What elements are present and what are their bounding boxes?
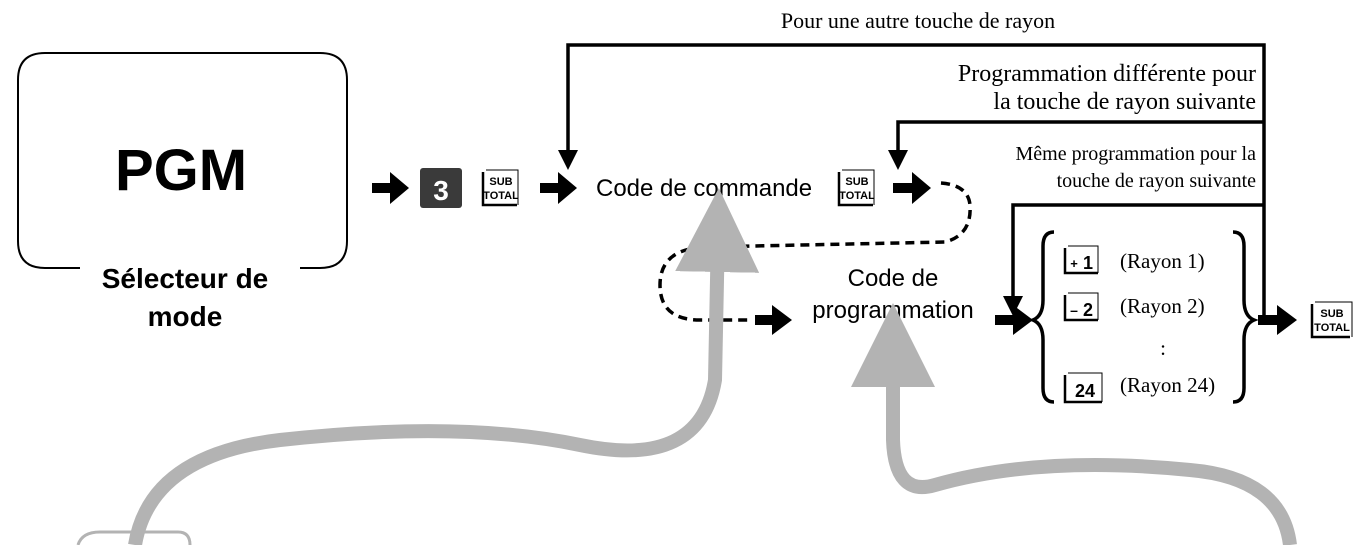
svg-text:1: 1 bbox=[1083, 253, 1093, 273]
loop-different-prog-line bbox=[896, 120, 1264, 155]
dept-group-left-brace bbox=[1028, 230, 1055, 404]
svg-text:TOTAL: TOTAL bbox=[839, 190, 875, 202]
flow-arrow-5 bbox=[995, 305, 1033, 335]
svg-text:TOTAL: TOTAL bbox=[483, 190, 519, 202]
command-code-label: Code de commande bbox=[596, 175, 812, 202]
program-code-label-2: programmation bbox=[812, 297, 973, 324]
flow-arrow-final bbox=[1258, 305, 1297, 335]
same-prog-label-2: touche de rayon suivante bbox=[1057, 170, 1256, 192]
flow-arrow-2 bbox=[540, 172, 577, 204]
callout-box-edge bbox=[76, 530, 192, 545]
callout-arrow-program-code bbox=[851, 303, 1297, 545]
svg-text:+: + bbox=[1070, 256, 1078, 271]
different-prog-label-1: Programmation différente pour bbox=[958, 61, 1256, 87]
flow-arrow-4 bbox=[755, 305, 792, 335]
loop-same-prog-head bbox=[1003, 296, 1023, 316]
same-prog-label-1: Même programmation pour la bbox=[1016, 143, 1257, 165]
subtotal-key-1: SUB TOTAL bbox=[481, 169, 519, 207]
svg-text:SUB: SUB bbox=[489, 176, 512, 188]
mode-selector-frame bbox=[17, 52, 348, 269]
program-code-label-1: Code de bbox=[848, 265, 939, 292]
dept-key-2: – 2 bbox=[1063, 292, 1099, 322]
mode-selector-label-2: mode bbox=[148, 301, 223, 332]
dept-2-label: (Rayon 2) bbox=[1120, 294, 1205, 318]
dept-1-label: (Rayon 1) bbox=[1120, 249, 1205, 273]
subtotal-key-2: SUB TOTAL bbox=[837, 169, 875, 207]
loop-other-dept-head bbox=[558, 150, 578, 170]
loop-other-dept-line bbox=[566, 43, 1266, 318]
subtotal-key-final: SUB TOTAL bbox=[1310, 301, 1353, 339]
dept-24-label: (Rayon 24) bbox=[1120, 373, 1215, 397]
dept-key-1: + 1 bbox=[1063, 245, 1099, 275]
svg-text:2: 2 bbox=[1083, 300, 1093, 320]
svg-text:TOTAL: TOTAL bbox=[1314, 322, 1350, 334]
other-dept-label: Pour une autre touche de rayon bbox=[781, 8, 1055, 33]
mode-selector-label-1: Sélecteur de bbox=[102, 263, 269, 294]
dept-ellipsis: : bbox=[1160, 336, 1166, 360]
flow-arrow-3 bbox=[893, 172, 931, 204]
dept-key-24: 24 bbox=[1063, 372, 1103, 404]
svg-text:24: 24 bbox=[1075, 381, 1095, 401]
callout-arrow-command-code bbox=[128, 188, 760, 545]
key-3: 3 bbox=[420, 168, 462, 208]
loop-same-prog-line bbox=[1011, 203, 1264, 300]
dept-group-right-brace bbox=[1232, 230, 1259, 404]
loop-different-prog-head bbox=[888, 150, 908, 170]
svg-text:SUB: SUB bbox=[1320, 308, 1343, 320]
different-prog-label-2: la touche de rayon suivante bbox=[993, 89, 1256, 115]
svg-text:SUB: SUB bbox=[845, 176, 868, 188]
mode-name: PGM bbox=[115, 138, 247, 203]
optional-skip-path bbox=[658, 181, 972, 322]
flow-arrow-1 bbox=[372, 172, 409, 204]
svg-text:3: 3 bbox=[433, 175, 449, 206]
svg-text:–: – bbox=[1070, 302, 1078, 318]
